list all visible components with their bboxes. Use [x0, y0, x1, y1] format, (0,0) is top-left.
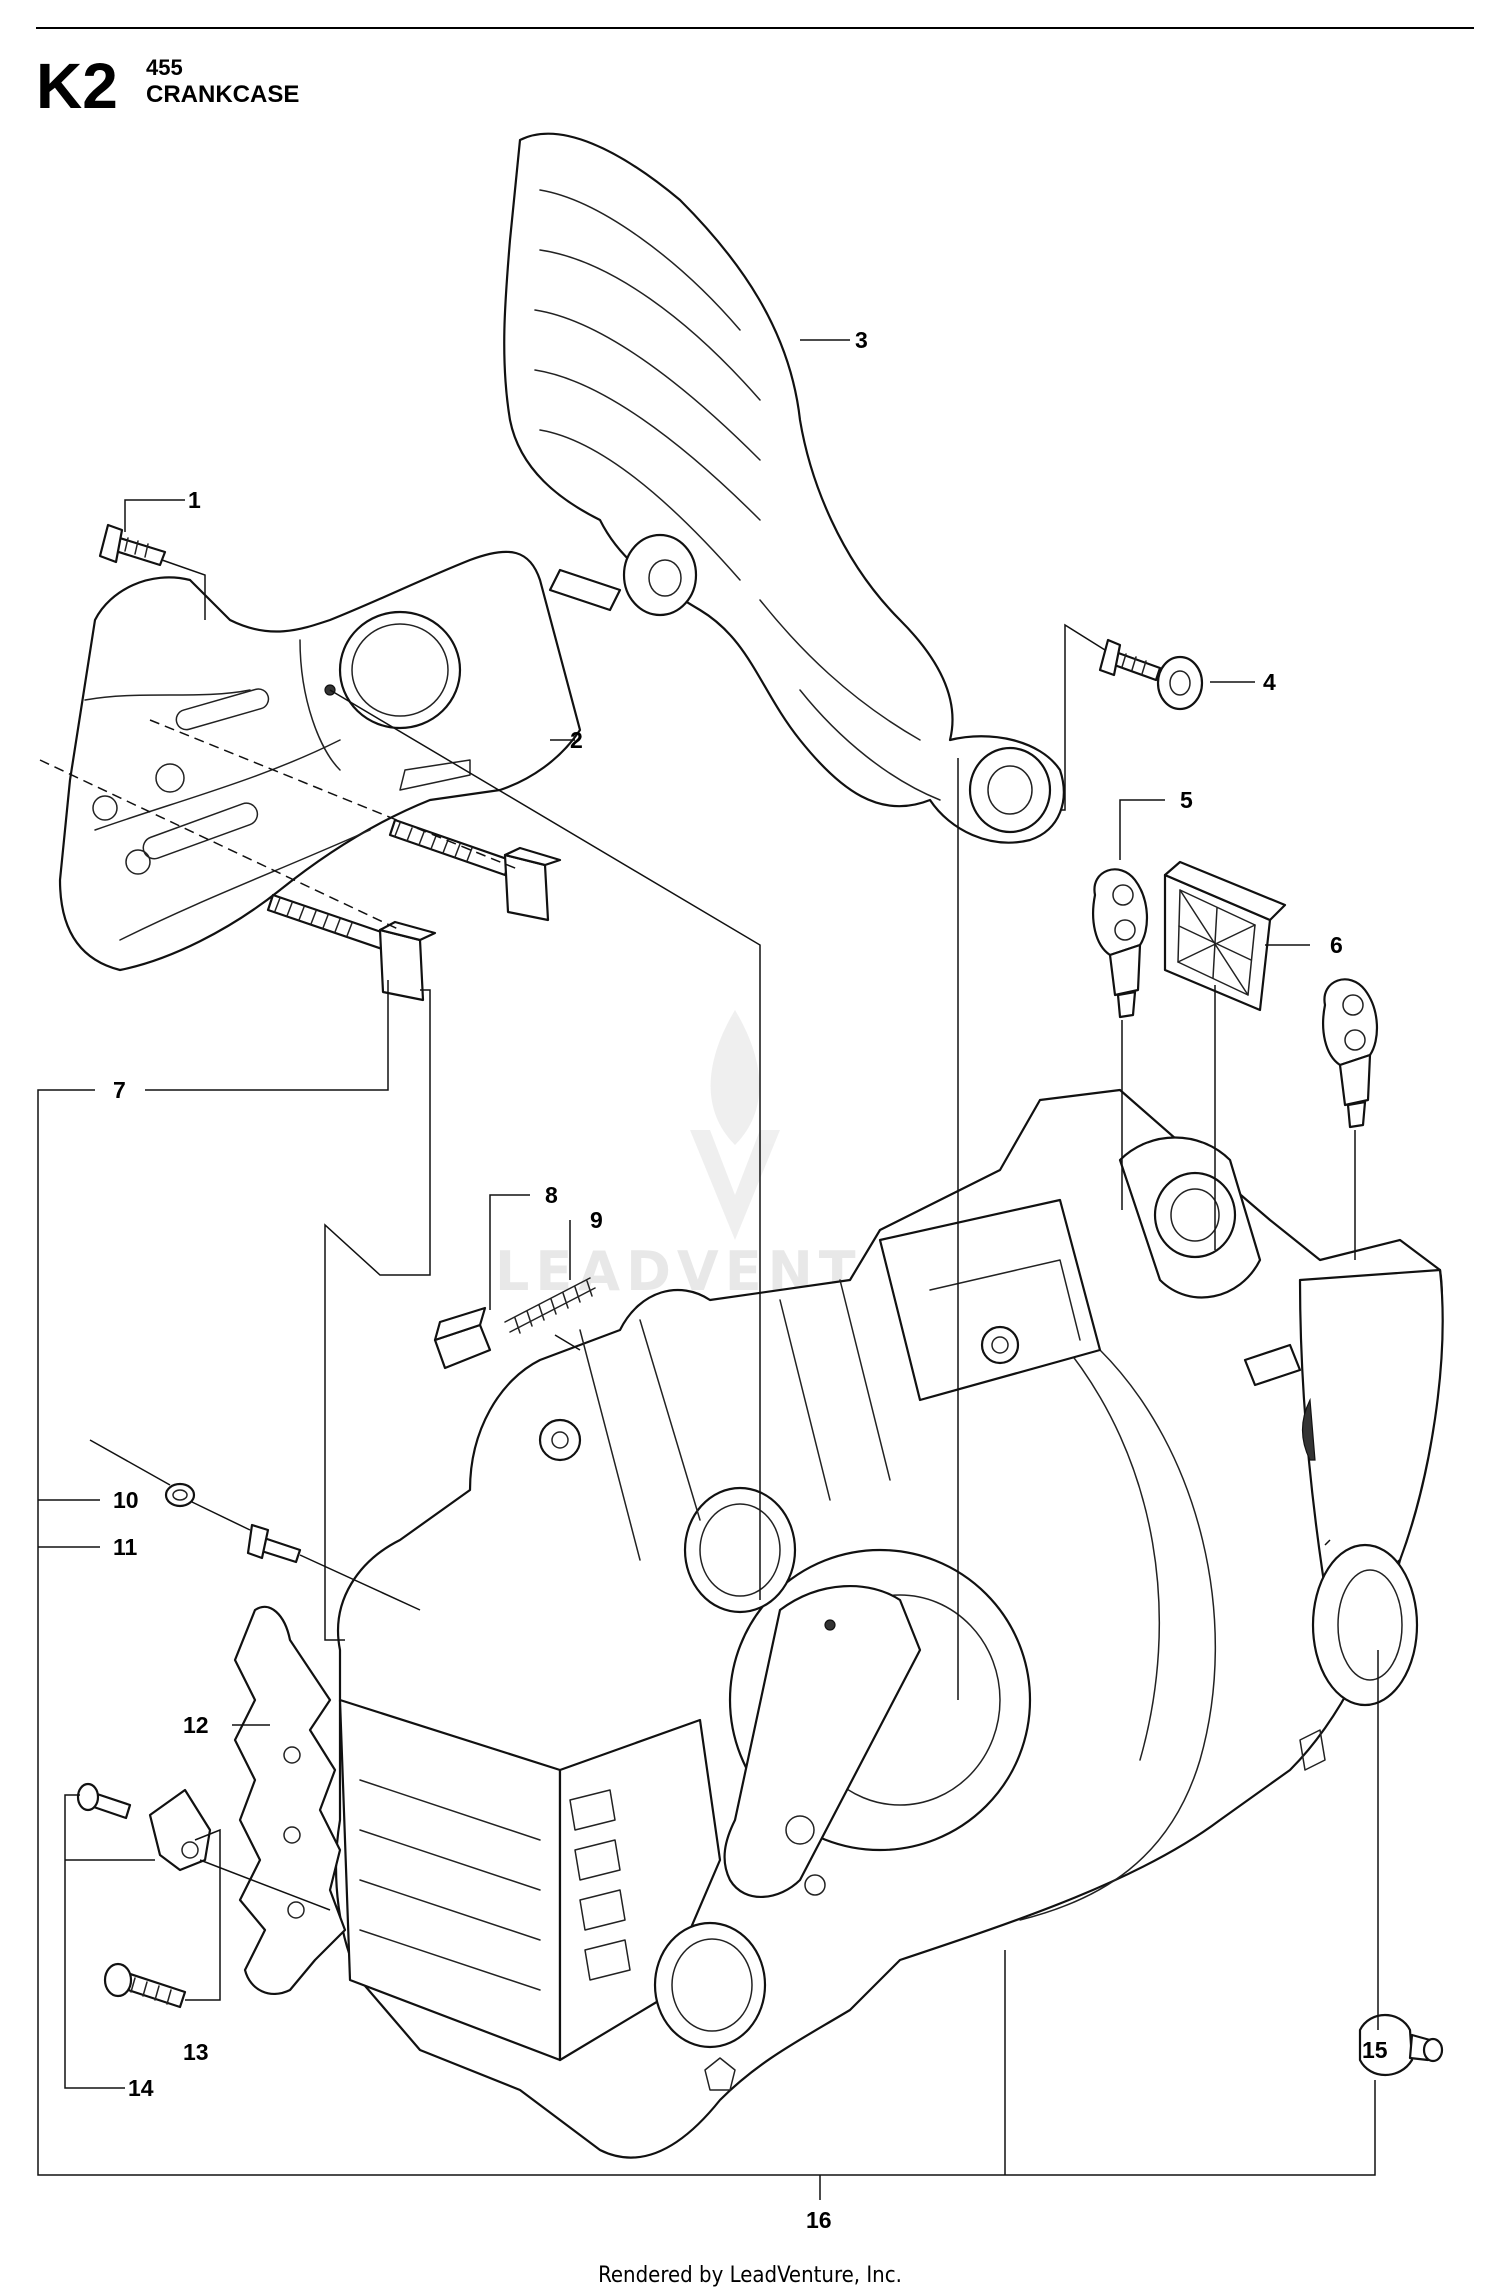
callout-7: 7 — [113, 1077, 126, 1103]
callout-14: 14 — [128, 2075, 154, 2101]
footer-credit: Rendered by LeadVenture, Inc. — [598, 2263, 902, 2288]
screw-sleeve-part-4 — [1098, 638, 1204, 711]
stud-part-11 — [246, 1523, 302, 1564]
crankcase-body-part — [335, 1088, 1444, 2159]
side-plate-part — [58, 550, 582, 972]
leader-lines — [37, 339, 1379, 2200]
diagram-title: CRANKCASE — [146, 81, 299, 108]
spring-part-9 — [504, 1277, 596, 1334]
callout-10: 10 — [113, 1487, 139, 1513]
bolt-part-13 — [103, 1962, 187, 2009]
grommet-part-right — [1322, 978, 1379, 1129]
callout-9: 9 — [590, 1207, 603, 1233]
callout-8: 8 — [545, 1182, 558, 1208]
callout-2: 2 — [570, 727, 583, 753]
damper-part-15 — [1358, 2014, 1444, 2076]
callout-1: 1 — [188, 487, 201, 513]
screw-part-1 — [98, 523, 167, 567]
bar-bolt-part — [266, 818, 562, 1002]
filter-part-6 — [1163, 860, 1287, 1012]
callout-5: 5 — [1180, 787, 1193, 813]
callout-labels: 1 2 3 4 5 6 7 8 9 10 11 12 13 14 15 16 — [113, 327, 1388, 2233]
grommet-part-5 — [1092, 868, 1149, 1019]
callout-16: 16 — [806, 2207, 832, 2233]
front-handle-part — [503, 132, 1065, 844]
callout-6: 6 — [1330, 932, 1343, 958]
clamp-part-14 — [76, 1782, 212, 1872]
model-number: 455 — [146, 55, 183, 80]
callout-12: 12 — [183, 1712, 209, 1738]
callout-4: 4 — [1263, 669, 1276, 695]
pin-part-8 — [433, 1306, 492, 1370]
callout-15: 15 — [1362, 2037, 1388, 2063]
callout-3: 3 — [855, 327, 868, 353]
nut-part-10 — [164, 1482, 196, 1508]
section-code: K2 — [36, 50, 118, 122]
callout-13: 13 — [183, 2039, 209, 2065]
bracket-part-12 — [233, 1605, 347, 1995]
callout-11: 11 — [113, 1534, 138, 1560]
